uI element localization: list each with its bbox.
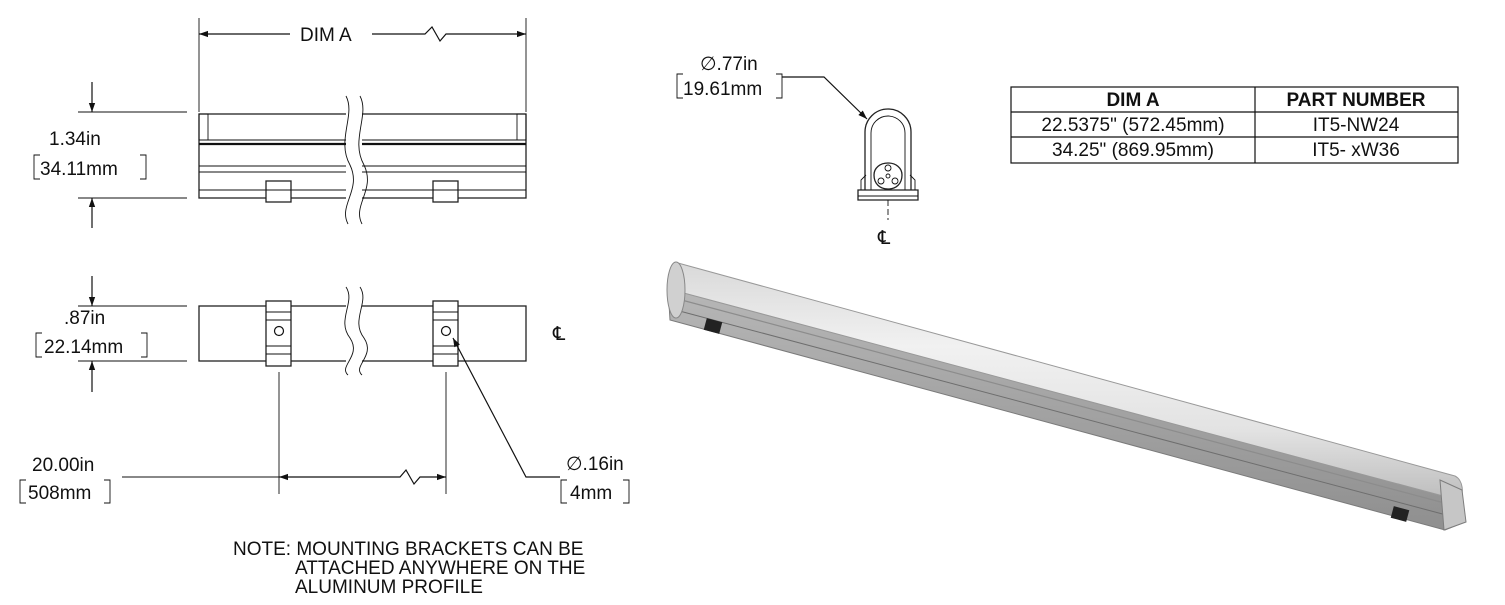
mounting-hole [440, 325, 452, 337]
table-cell-dim: 22.5375" (572.45mm) [1041, 115, 1224, 136]
height-in: 1.34in [49, 129, 101, 150]
dim-a-label: DIM A [300, 25, 352, 46]
side-view: DIM A 1.34in 34.11mm [33, 18, 527, 228]
spacing-mm: 508mm [28, 483, 91, 504]
tube-dia-mm: 19.61mm [683, 79, 762, 100]
fixture-isometric-render [666, 261, 1467, 531]
mounting-clip [703, 318, 723, 334]
hole-dia-mm: 4mm [570, 483, 612, 504]
hole-dia-in: ∅.16in [566, 454, 624, 475]
end-profile-view: ∅.77in 19.61mm ℄ [676, 54, 919, 249]
table-cell-dim: 34.25" (869.95mm) [1052, 140, 1214, 161]
spacing-in: 20.00in [32, 455, 94, 476]
mounting-note: NOTE: MOUNTING BRACKETS CAN BE ATTACHED … [233, 539, 585, 598]
table-header-dim-a: DIM A [1106, 90, 1159, 111]
width-mm: 22.14mm [44, 337, 123, 358]
centerline-symbol: ℄ [877, 228, 891, 249]
note-line-1: NOTE: MOUNTING BRACKETS CAN BE [233, 539, 583, 560]
table-header-part-number: PART NUMBER [1287, 90, 1426, 111]
mounting-bracket [432, 300, 459, 367]
table-cell-part: IT5- xW36 [1312, 140, 1400, 161]
tube-dia-in: ∅.77in [700, 54, 758, 75]
mounting-bracket [265, 300, 292, 367]
mounting-bracket [265, 180, 292, 203]
note-line-3: ALUMINUM PROFILE [295, 577, 483, 598]
note-line-2: ATTACHED ANYWHERE ON THE [295, 558, 585, 579]
mounting-clip [1390, 506, 1410, 522]
width-in: .87in [64, 308, 105, 329]
part-number-table: DIM A PART NUMBER 22.5375" (572.45mm) IT… [1010, 86, 1459, 164]
centerline-symbol: ℄ [552, 324, 566, 345]
bottom-view: ℄ .87in 22.14mm 20.00in 508mm ∅.16in 4mm [19, 276, 630, 504]
table-cell-part: IT5-NW24 [1313, 115, 1400, 136]
height-mm: 34.11mm [40, 159, 118, 180]
mounting-bracket [432, 180, 459, 203]
